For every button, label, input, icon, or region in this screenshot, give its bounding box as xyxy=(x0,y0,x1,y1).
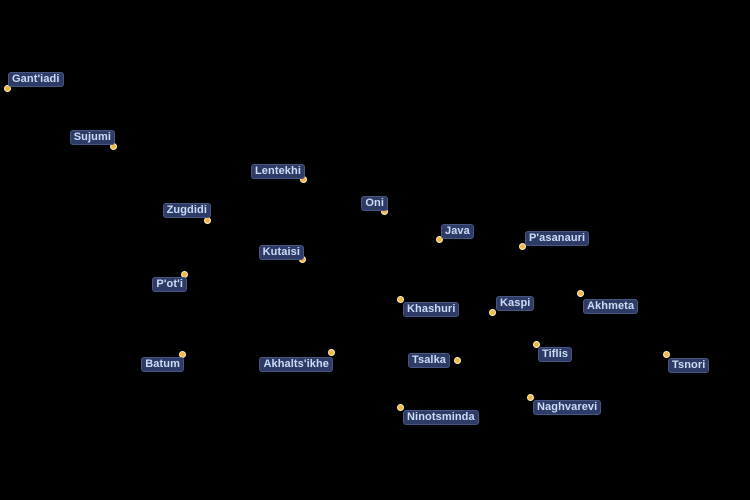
city-label[interactable]: Sujumi xyxy=(69,130,115,145)
city-marker[interactable] xyxy=(397,296,404,303)
city-marker[interactable] xyxy=(663,351,670,358)
city-marker[interactable] xyxy=(489,309,496,316)
city-label[interactable]: Ninotsminda xyxy=(403,410,479,425)
city-label[interactable]: Kutaisi xyxy=(258,245,304,260)
city-label[interactable]: Tsalka xyxy=(407,353,450,368)
city-marker[interactable] xyxy=(527,394,534,401)
city-marker[interactable] xyxy=(328,349,335,356)
city-label[interactable]: Batum xyxy=(141,357,184,372)
city-marker[interactable] xyxy=(4,85,11,92)
city-marker[interactable] xyxy=(436,236,443,243)
city-marker[interactable] xyxy=(454,357,461,364)
city-label[interactable]: Khashuri xyxy=(403,302,460,317)
city-label[interactable]: P'ot'i xyxy=(152,277,187,292)
city-label[interactable]: P'asanauri xyxy=(525,231,590,246)
city-label[interactable]: Naghvarevi xyxy=(533,400,602,415)
city-marker[interactable] xyxy=(204,217,211,224)
city-marker[interactable] xyxy=(397,404,404,411)
city-label[interactable]: Tsnori xyxy=(668,358,710,373)
city-label[interactable]: Lentekhi xyxy=(250,164,305,179)
city-label[interactable]: Oni xyxy=(361,196,388,211)
city-marker[interactable] xyxy=(519,243,526,250)
city-label[interactable]: Zugdidi xyxy=(162,203,211,218)
city-label[interactable]: Akhalts'ikhe xyxy=(259,357,333,372)
city-label[interactable]: Kaspi xyxy=(496,296,535,311)
city-label[interactable]: Gant'iadi xyxy=(8,72,64,87)
city-label[interactable]: Akhmeta xyxy=(583,299,639,314)
city-label[interactable]: Java xyxy=(441,224,474,239)
city-label[interactable]: Tiflis xyxy=(538,347,573,362)
city-marker[interactable] xyxy=(533,341,540,348)
city-marker[interactable] xyxy=(577,290,584,297)
